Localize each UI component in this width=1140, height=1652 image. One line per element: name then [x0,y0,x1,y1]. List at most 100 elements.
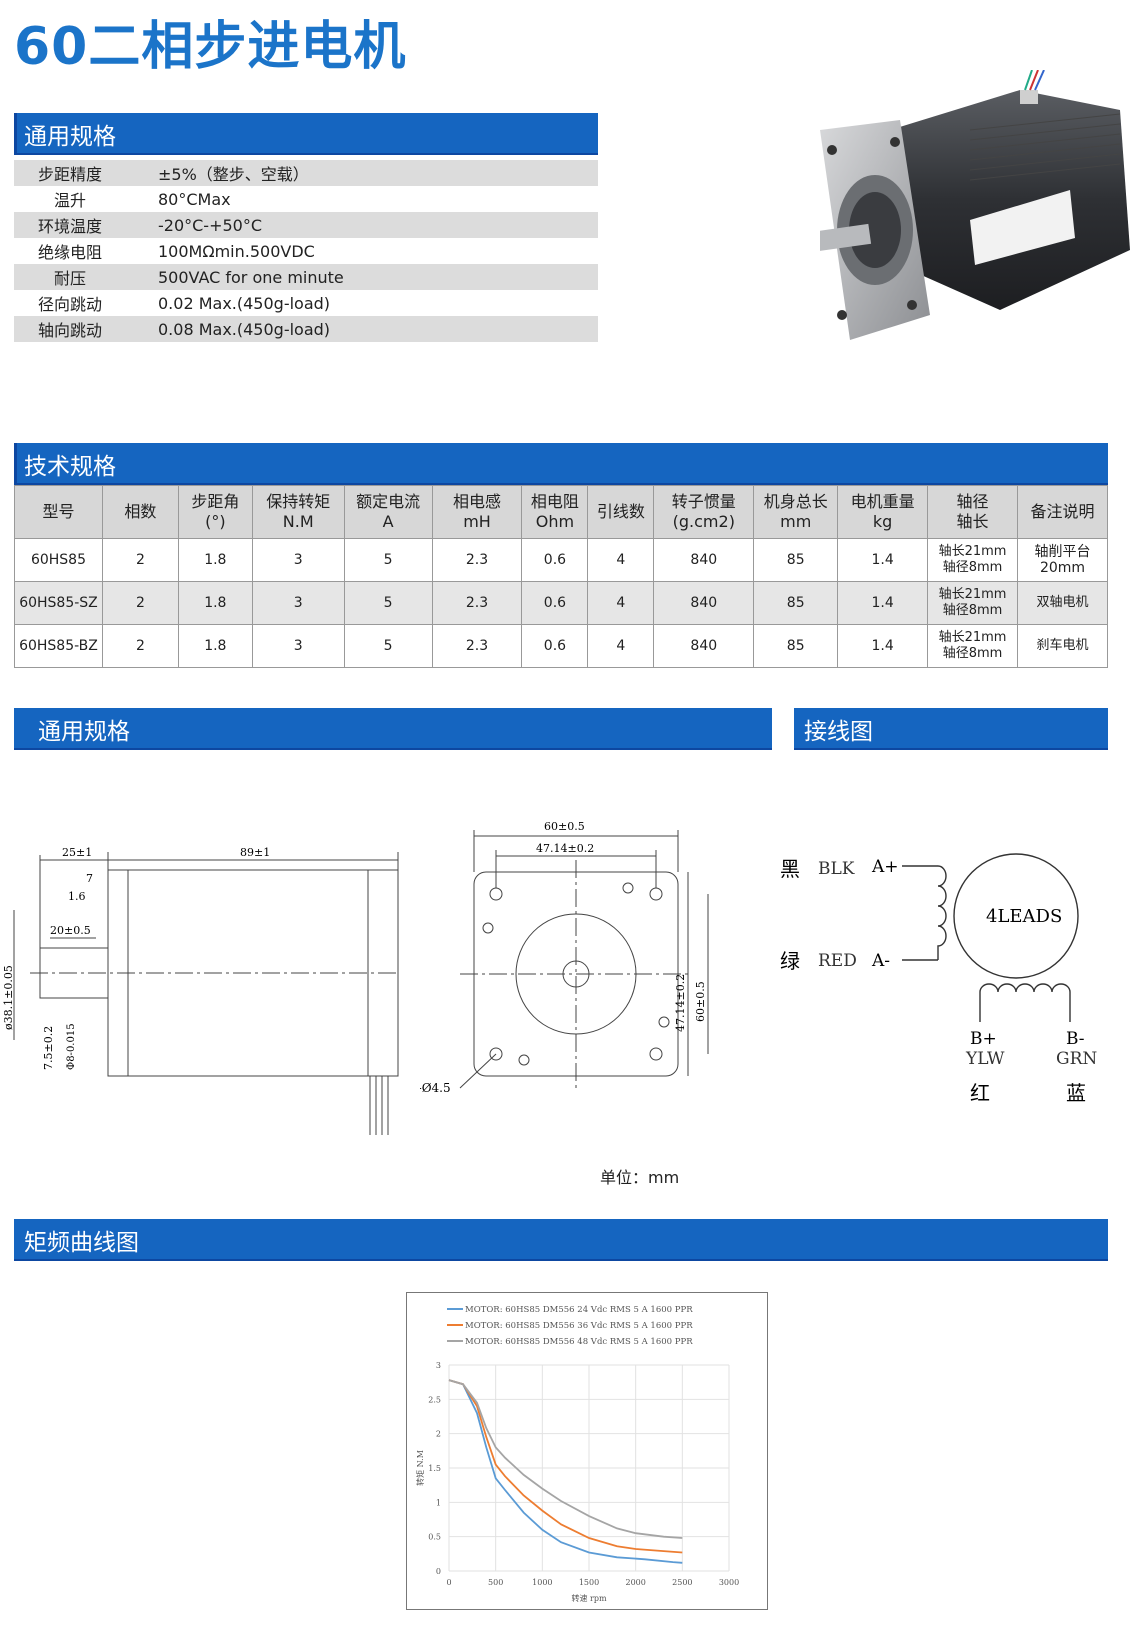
wire-a-minus: A- [871,951,890,971]
legend-label: MOTOR: 60HS85 DM556 48 Vdc RMS 5 A 1600 … [465,1337,693,1347]
spec-row: 绝缘电阻 100MΩmin.500VDC [14,238,598,264]
spec-value: -20°C-+50°C [158,215,263,235]
dim-front-60v: 60±0.5 [694,981,707,1022]
spec-row: 轴向跳动 0.08 Max.(450g-load) [14,316,598,342]
spec-key: 温升 [53,191,86,210]
spec-key: 环境温度 [37,217,102,236]
dim-front-47: 47.14±0.2 [536,842,594,855]
spec-key: 径向跳动 [37,295,102,314]
dim-20: 20±0.5 [50,924,91,937]
dim-front-47v: 47.14±0.2 [674,974,687,1032]
y-tick-label: 0 [436,1567,441,1576]
side-view-drawing: 25±1 89±1 7 1.6 20±0.5 ø38.1±0.05 7.5±0.… [2,846,400,1135]
unit-label: 单位：mm [600,1168,680,1187]
y-tick-label: 1.5 [428,1464,441,1473]
dimension-title: 通用规格 [38,719,130,745]
wire-b-minus-color: GRN [1056,1049,1097,1069]
dim-7: 7 [86,872,93,885]
dim-89: 89±1 [240,846,270,859]
x-tick-label: 0 [446,1578,451,1587]
spec-key: 步距精度 [37,165,102,184]
general-spec-header: 通用规格 [14,113,598,155]
front-view-drawing: 60±0.5 47.14±0.2 47.14±0.2 60±0.5 4-Ø4.5 [420,820,709,1095]
dim-8: Φ8-0.015 [66,1023,77,1070]
motor-product-image [820,70,1130,340]
spec-key: 绝缘电阻 [37,243,102,262]
dim-25: 25±1 [62,846,92,859]
wire-b-minus: B- [1066,1029,1085,1049]
y-tick-label: 1 [436,1498,441,1507]
wire-black-en: BLK [818,859,855,879]
series-line [448,1379,683,1539]
wire-green-cn: 绿 [780,949,800,973]
col-header: 引线数 [587,485,655,539]
legend-label: MOTOR: 60HS85 DM556 24 Vdc RMS 5 A 1600 … [465,1305,693,1315]
y-tick-label: 2.5 [428,1395,441,1404]
y-tick-label: 0.5 [428,1533,441,1542]
dim-75: 7.5±0.2 [42,1026,55,1070]
series-line [448,1379,683,1554]
spec-row: 环境温度 -20°C-+50°C [14,212,598,238]
col-header: 轴径轴长 [927,485,1018,539]
wire-b-minus-cn: 蓝 [1066,1081,1086,1105]
spec-key: 轴向跳动 [37,321,102,340]
spec-value: 100MΩmin.500VDC [158,241,315,261]
general-spec-title: 通用规格 [24,124,116,150]
col-header: 步距角(°) [177,485,253,539]
tech-spec-title: 技术规格 [24,454,116,480]
wiring-header: 接线图 [794,708,1108,750]
legend-label: MOTOR: 60HS85 DM556 36 Vdc RMS 5 A 1600 … [465,1321,693,1331]
col-header: 相数 [101,485,179,539]
wire-a-plus: A+ [871,857,899,877]
dimension-header: 通用规格 [14,708,772,750]
x-tick-label: 3000 [719,1578,739,1587]
wire-b-plus-cn: 红 [970,1081,990,1105]
spec-value: 0.08 Max.(450g-load) [158,319,331,339]
dim-front-60: 60±0.5 [544,820,585,833]
series-line [448,1379,683,1564]
tech-spec-header: 技术规格 [14,443,1108,485]
curve-title: 矩频曲线图 [24,1230,139,1256]
col-header: 备注说明 [1016,485,1109,539]
dim-front-holes: 4-Ø4.5 [420,1081,451,1095]
wiring-title: 接线图 [804,719,873,745]
dim-16: 1.6 [68,890,86,903]
wire-black-cn: 黑 [780,857,800,881]
torque-chart: MOTOR: 60HS85 DM556 24 Vdc RMS 5 A 1600 … [406,1292,768,1610]
wire-green-en: RED [818,951,857,971]
x-axis-label: 转速 rpm [571,1593,606,1603]
wire-b-plus: B+ [970,1029,997,1049]
y-tick-label: 3 [436,1361,441,1370]
y-axis-label: 转矩 N.M [415,1450,425,1486]
x-tick-label: 2000 [625,1578,645,1587]
curve-header: 矩频曲线图 [14,1219,1108,1261]
y-tick-label: 2 [436,1430,441,1439]
leads-label: 4LEADS [986,906,1062,927]
spec-value: 500VAC for one minute [158,267,344,287]
col-header: 型号 [14,485,103,539]
torque-chart-svg: MOTOR: 60HS85 DM556 24 Vdc RMS 5 A 1600 … [415,1305,739,1603]
wire-b-plus-color: YLW [965,1049,1005,1069]
spec-row: 步距精度 ±5%（整步、空载） [14,160,598,186]
x-tick-label: 1500 [579,1578,599,1587]
x-tick-label: 500 [488,1578,503,1587]
page-title: 60二相步进电机 [14,17,407,77]
x-tick-label: 1000 [532,1578,552,1587]
spec-value: ±5%（整步、空载） [158,165,309,184]
dim-38: ø38.1±0.05 [2,965,15,1030]
